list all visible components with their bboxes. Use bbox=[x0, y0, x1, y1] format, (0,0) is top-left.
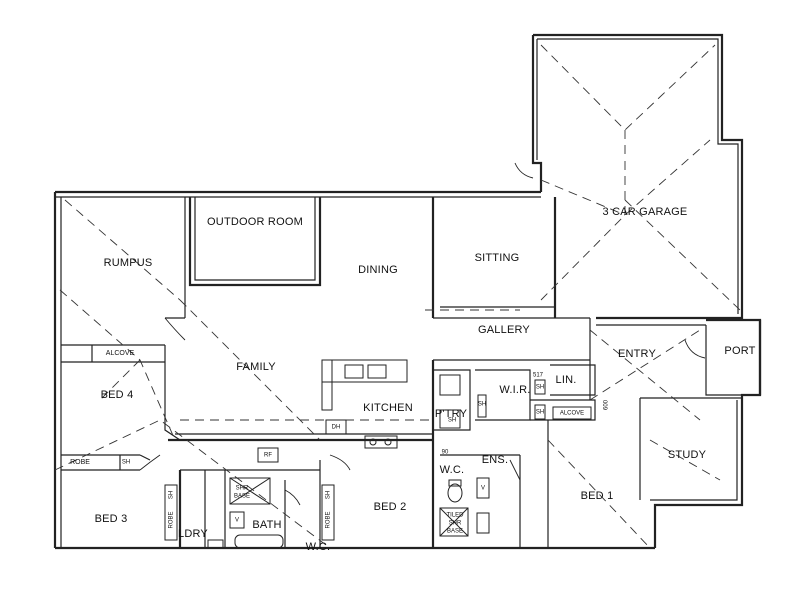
label-tiled-shr: SHR bbox=[449, 521, 462, 527]
label-kitchen: KITCHEN bbox=[363, 402, 413, 414]
label-dining: DINING bbox=[358, 264, 398, 276]
label-tiled-base: BASE bbox=[447, 529, 463, 535]
label-outdoor-room: OUTDOOR ROOM bbox=[207, 216, 303, 228]
label-sh-wir2: SH bbox=[536, 385, 544, 391]
label-v-bath: V bbox=[235, 518, 239, 524]
label-sh-wir1: SH bbox=[478, 402, 486, 408]
label-wc-ens: W.C. bbox=[440, 464, 465, 476]
label-family: FAMILY bbox=[236, 361, 276, 373]
label-study: STUDY bbox=[668, 449, 707, 461]
label-alcove-main: ALCOVE bbox=[106, 350, 135, 357]
label-dim-90: 90 bbox=[442, 450, 449, 456]
label-bed1: BED 1 bbox=[581, 490, 614, 502]
label-pantry: P'TRY bbox=[435, 408, 468, 420]
label-robe-bed4: ROBE bbox=[70, 459, 90, 466]
label-bed2: BED 2 bbox=[374, 501, 407, 513]
label-sh-bed4: SH bbox=[122, 460, 130, 466]
label-bed3: BED 3 bbox=[95, 513, 128, 525]
label-lin: LIN. bbox=[556, 374, 577, 386]
label-dim-600: 600 bbox=[604, 399, 610, 410]
label-shr-line1: SHR bbox=[236, 486, 249, 492]
label-bath: BATH bbox=[252, 519, 281, 531]
label-sh-wir3: SH bbox=[536, 410, 544, 416]
exterior-walls bbox=[53, 33, 762, 550]
fixture-labels: ALCOVE ALCOVE ROBE SH ROBE SH ROBE SH RF… bbox=[70, 350, 610, 535]
label-ldry: LDRY bbox=[178, 528, 208, 540]
label-robe-bed2: ROBE bbox=[326, 511, 332, 528]
label-alcove-wir: ALCOVE bbox=[560, 411, 584, 417]
label-ens: ENS. bbox=[482, 454, 508, 466]
label-wc: W.C. bbox=[306, 541, 331, 553]
label-wir: W.I.R. bbox=[499, 384, 530, 396]
label-v-ens: V bbox=[481, 486, 485, 492]
label-dh: DH bbox=[332, 425, 341, 431]
label-sh-pantry: SH bbox=[448, 418, 456, 424]
label-robe-bed3: ROBE bbox=[169, 511, 175, 528]
label-entry: ENTRY bbox=[618, 348, 657, 360]
label-rumpus: RUMPUS bbox=[104, 257, 153, 269]
roof-lines bbox=[54, 44, 741, 549]
interior-walls bbox=[61, 197, 762, 548]
label-garage: 3 CAR GARAGE bbox=[603, 206, 688, 218]
label-gallery: GALLERY bbox=[478, 324, 530, 336]
label-sh-bed3: SH bbox=[169, 491, 175, 499]
label-rf: RF bbox=[264, 453, 272, 459]
label-port: PORT bbox=[724, 345, 755, 357]
label-dim-517: 517 bbox=[533, 373, 544, 379]
label-sh-bed2: SH bbox=[326, 491, 332, 499]
label-tiled: TILED bbox=[446, 513, 464, 519]
room-labels: 3 CAR GARAGE OUTDOOR ROOM RUMPUS DINING … bbox=[95, 206, 756, 553]
fixtures bbox=[139, 162, 706, 549]
label-bed4: BED 4 bbox=[101, 389, 134, 401]
label-shr-line2: BASE bbox=[234, 494, 250, 500]
label-sitting: SITTING bbox=[475, 252, 520, 264]
